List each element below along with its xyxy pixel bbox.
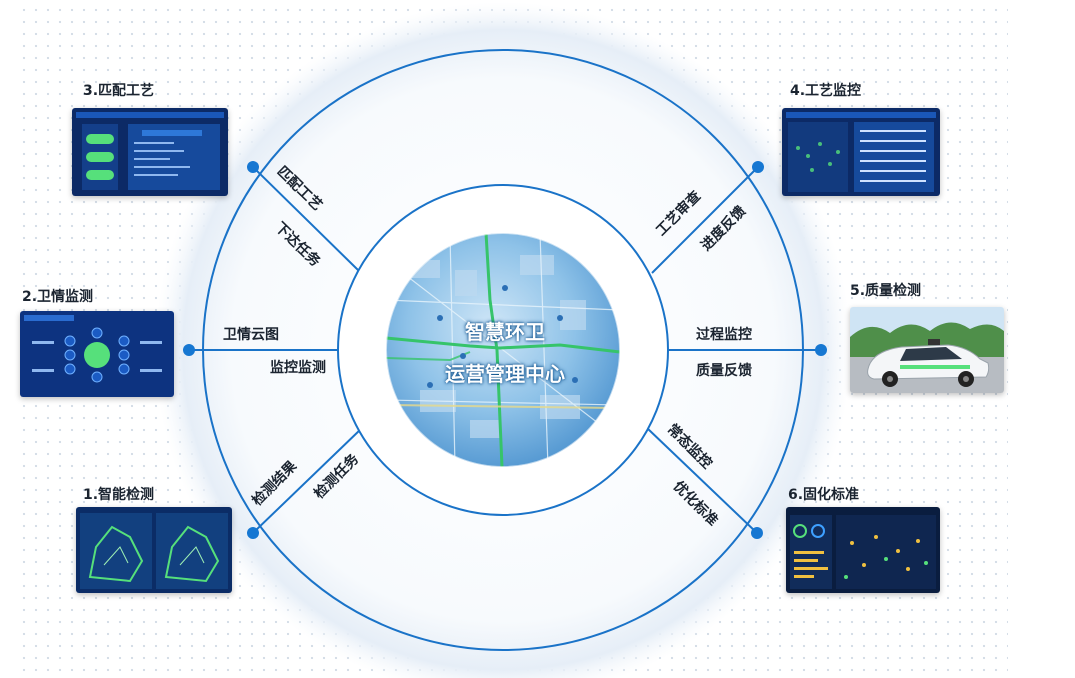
thumbnail-sat-monitor	[20, 311, 174, 397]
node-label-standard: 6.固化标准	[788, 487, 860, 503]
thumbnail-process-monitor	[782, 108, 940, 196]
node-dots	[183, 161, 827, 539]
spoke-label-right-2: 质量反馈	[696, 363, 752, 379]
node-label-sat-monitor: 2.卫情监测	[22, 289, 94, 305]
spoke-label-left-1: 卫情云图	[223, 327, 279, 343]
thumbnail-quality-vehicle	[850, 307, 1004, 393]
dashboard-screenshot	[786, 507, 940, 593]
node-label-process-monitor: 4.工艺监控	[790, 83, 862, 99]
center-title-line2: 运营管理中心	[445, 362, 565, 386]
center-title-line1: 智慧环卫	[465, 320, 545, 344]
thumbnail-match-process	[72, 108, 228, 196]
vehicle-photo	[850, 307, 1004, 393]
dashboard-screenshot	[782, 108, 940, 196]
node-label-quality: 5.质量检测	[850, 283, 922, 299]
node-label-match: 3.匹配工艺	[83, 83, 155, 99]
node-label-smart-detect: 1.智能检测	[83, 487, 155, 503]
thumbnail-standard	[786, 507, 940, 593]
dashboard-screenshot	[76, 507, 232, 593]
spoke-lines	[189, 166, 821, 534]
dashboard-screenshot	[72, 108, 228, 196]
spoke-label-right-1: 过程监控	[696, 327, 752, 343]
dashboard-screenshot	[20, 311, 174, 397]
spoke-label-left-2: 监控监测	[270, 360, 326, 376]
thumbnail-smart-detect	[76, 507, 232, 593]
city-map-globe	[386, 233, 620, 467]
